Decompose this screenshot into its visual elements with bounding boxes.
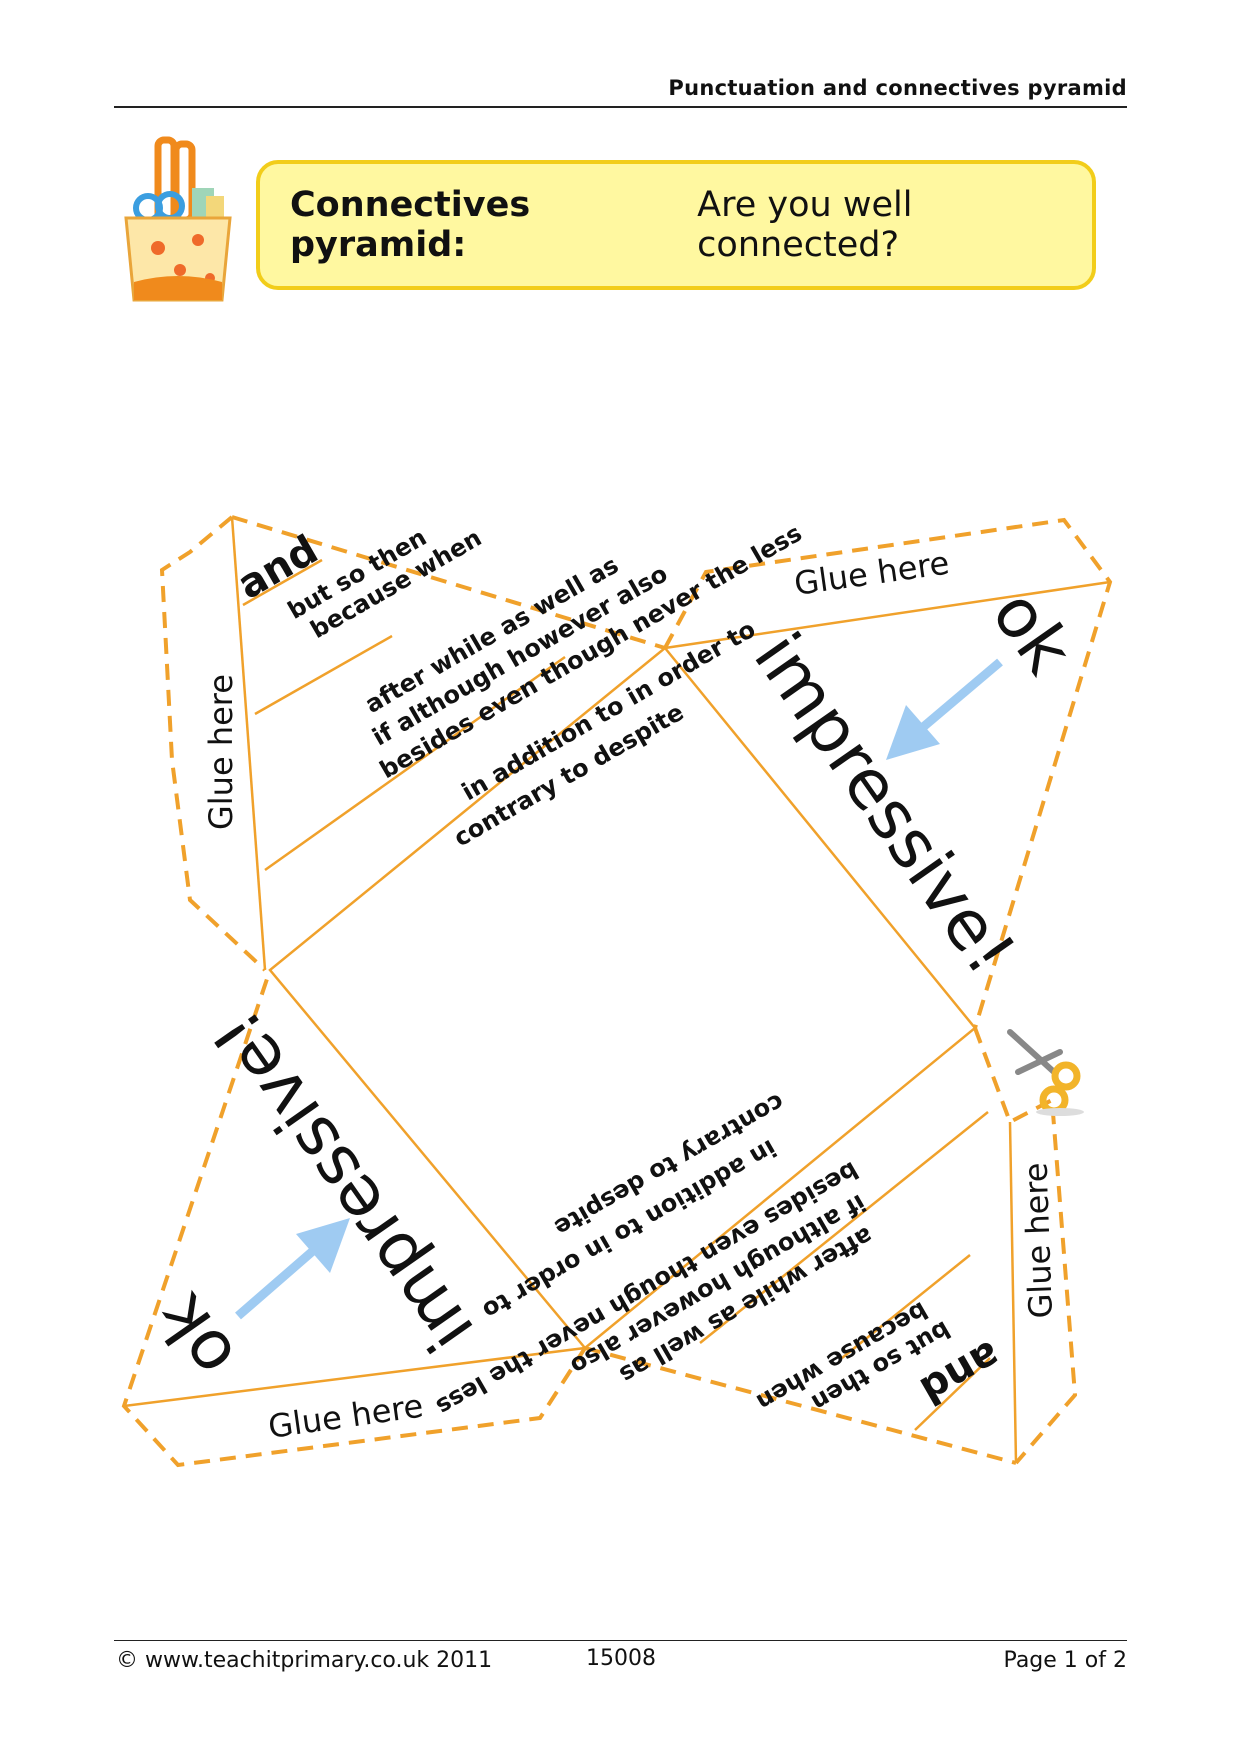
glue-label-left: Glue here (202, 674, 240, 830)
banner-title-bold: Connectives pyramid: (290, 185, 531, 265)
footer-code: 15008 (586, 1646, 656, 1671)
arrow-top-right (919, 658, 1003, 732)
footer-page-number: Page 1 of 2 (1003, 1648, 1127, 1673)
document-header-title: Punctuation and connectives pyramid (668, 76, 1127, 100)
glue-label-top: Glue here (792, 544, 952, 603)
connectives-lower: and but so then because when after while… (431, 1088, 1008, 1421)
scissors-icon (1007, 1029, 1084, 1116)
cut-line-top-left (231, 515, 666, 650)
cut-line-bottom-flap (121, 969, 587, 1468)
fold-line-left (230, 516, 267, 971)
glue-label-right: Glue here (1017, 1162, 1060, 1319)
footer-divider (114, 1640, 1127, 1641)
divider-1 (242, 558, 323, 607)
divider-5 (841, 1254, 971, 1359)
divider-6 (914, 1357, 991, 1431)
cut-line-right-flap (973, 1027, 1078, 1465)
banner-title-rest: Are you well connected? (697, 185, 913, 265)
header-divider (114, 106, 1127, 108)
arrow-bottom-left (235, 1246, 317, 1320)
fold-line-right (1008, 1121, 1018, 1464)
divider-3 (264, 655, 566, 872)
divider-4 (699, 1111, 989, 1344)
cut-line-bottom-right (584, 1346, 1017, 1465)
footer-copyright: © www.teachitprimary.co.uk 2011 (116, 1648, 493, 1673)
cut-line-top-flap (663, 517, 1113, 1029)
scissors-pot-icon (124, 136, 232, 302)
ok-label-bottom: ok (140, 1279, 252, 1391)
cut-line-left-flap (159, 515, 267, 972)
fold-line-top (664, 580, 1111, 650)
connectives-upper: and but so then because when after while… (230, 519, 807, 852)
title-banner: Connectives pyramid: Are you well connec… (256, 160, 1096, 290)
divider-2 (254, 634, 393, 716)
fold-line-bottom (123, 1346, 586, 1408)
